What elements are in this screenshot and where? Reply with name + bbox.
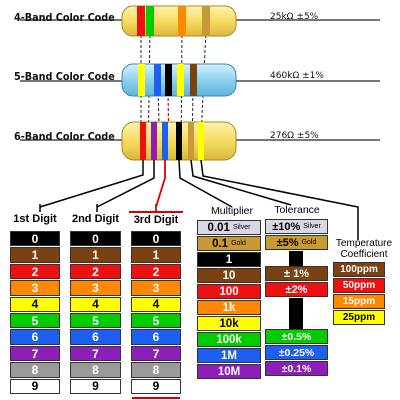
temperature-header-line2: Coefficient: [340, 249, 388, 260]
digit-cell: 8: [131, 362, 181, 378]
multiplier-cell: 1M: [197, 348, 261, 363]
digit-cell: 0: [10, 231, 60, 247]
multiplier-cell: 10k: [197, 316, 261, 331]
digit-cell: 1: [10, 247, 60, 263]
digit-cell: 6: [131, 329, 181, 345]
digit-cell: 4: [10, 296, 60, 312]
resistor-6-band: [121, 121, 237, 161]
digit-cell: 2: [70, 263, 121, 280]
tolerance-value: ±0.1%: [281, 362, 312, 375]
tolerance-value: ± 1%: [284, 267, 309, 280]
digit-cell: 3: [131, 280, 181, 296]
digit-cell: 3: [70, 280, 121, 296]
digit-cell: 5: [70, 313, 121, 329]
multiplier-cell: 1k: [197, 300, 261, 315]
third-digit-connector: [155, 160, 166, 208]
multiplier-cell: 10M: [197, 364, 261, 379]
tolerance-value: ±0.5%: [281, 330, 312, 343]
multiplier-cell: 1: [197, 252, 261, 267]
digit-cell: 7: [131, 345, 181, 362]
multiplier-cell: 100k: [197, 332, 261, 347]
resistor-label-6-band: 6-Band Color Code: [14, 131, 115, 143]
digit-cell: 8: [10, 362, 60, 378]
digit-cell: 1: [70, 247, 121, 263]
tolerance-column: ±10%Silver±5%Gold± 1%±2%±0.5%±0.25%±0.1%: [265, 219, 328, 379]
digit-cell: 5: [131, 313, 181, 329]
multiplier-header: Multiplier: [210, 205, 253, 217]
tolerance-header: Tolerance: [274, 204, 320, 216]
multiplier-note: Silver: [232, 224, 251, 231]
tolerance-cell: ±2%: [265, 282, 328, 297]
multiplier-cell: 10: [197, 268, 261, 283]
resistor-4-band: [121, 5, 237, 37]
tolerance-value: ±2%: [285, 283, 308, 296]
digit-cell: 0: [70, 231, 121, 247]
multiplier-value: 100: [219, 285, 239, 298]
digit-cell: 1: [131, 247, 181, 263]
digit-cell: 2: [10, 263, 60, 280]
digit-cell: 5: [10, 313, 60, 329]
tolerance-value: ±10%: [272, 220, 301, 233]
digit-cell: 4: [70, 296, 121, 312]
digit-cell: 9: [70, 378, 121, 394]
tolerance-cell: ±10%Silver: [265, 219, 328, 234]
digit-cell: 3: [10, 280, 60, 296]
tolerance-note: Silver: [303, 223, 321, 230]
digit-cell: 9: [131, 378, 181, 394]
digit-column-header: 2nd Digit: [71, 213, 120, 225]
tolerance-cell: ± 1%: [265, 266, 328, 281]
temperature-header: Temperature Coefficient: [331, 238, 397, 260]
tolerance-cell: ±0.5%: [265, 329, 328, 344]
resistor-5-band: [121, 63, 237, 97]
multiplier-cell: 100: [197, 284, 261, 299]
tolerance-cell: ±5%Gold: [265, 235, 328, 250]
temperature-cell: 100ppm: [333, 262, 385, 277]
tolerance-note: Gold: [301, 239, 317, 246]
digit-column-header: 3rd Digit: [129, 211, 183, 226]
digit-cell: 6: [70, 329, 121, 345]
multiplier-value: 0.01: [207, 221, 230, 234]
digit-cell: 9: [10, 378, 60, 394]
digit-cell: 7: [10, 345, 60, 362]
tolerance-value: ±0.25%: [278, 346, 315, 359]
multiplier-value: 1k: [222, 301, 236, 314]
resistor-label-4-band: 4-Band Color Code: [14, 12, 115, 24]
tolerance-cell: ±0.1%: [265, 361, 328, 376]
multiplier-note: Gold: [231, 240, 246, 247]
multiplier-value: 10k: [219, 317, 239, 330]
multiplier-value: 10: [222, 269, 236, 282]
digit-cell: 0: [131, 231, 181, 247]
digit-cell: 4: [131, 296, 181, 312]
temperature-header-line1: Temperature: [335, 238, 393, 249]
tolerance-cell: ±0.25%: [265, 345, 328, 360]
digit-column-header: 1st Digit: [13, 213, 57, 225]
resistor-value-5-band: 460kΩ ±1%: [270, 71, 324, 81]
tolerance-value: ±5%: [276, 236, 299, 249]
temperature-cell: 15ppm: [333, 294, 385, 309]
resistor-value-6-band: 276Ω ±5%: [270, 131, 319, 141]
temperature-cell: 25ppm: [333, 310, 385, 325]
multiplier-value: 1M: [221, 349, 237, 362]
digit-cell: 8: [70, 362, 121, 378]
tolerance-divider: [289, 251, 303, 266]
multiplier-value: 100k: [216, 333, 242, 346]
digit-cell: 2: [131, 263, 181, 280]
digit-cell: 6: [10, 329, 60, 345]
resistor-label-5-band: 5-Band Color Code: [14, 71, 115, 83]
multiplier-value: 10M: [217, 365, 241, 378]
temperature-cell: 50ppm: [333, 278, 385, 293]
tolerance-divider: [289, 298, 303, 329]
multiplier-value: 0.1: [212, 237, 229, 250]
digit-cell: 7: [70, 345, 121, 362]
resistor-value-4-band: 25kΩ ±5%: [270, 12, 319, 22]
multiplier-value: 1: [225, 253, 233, 266]
